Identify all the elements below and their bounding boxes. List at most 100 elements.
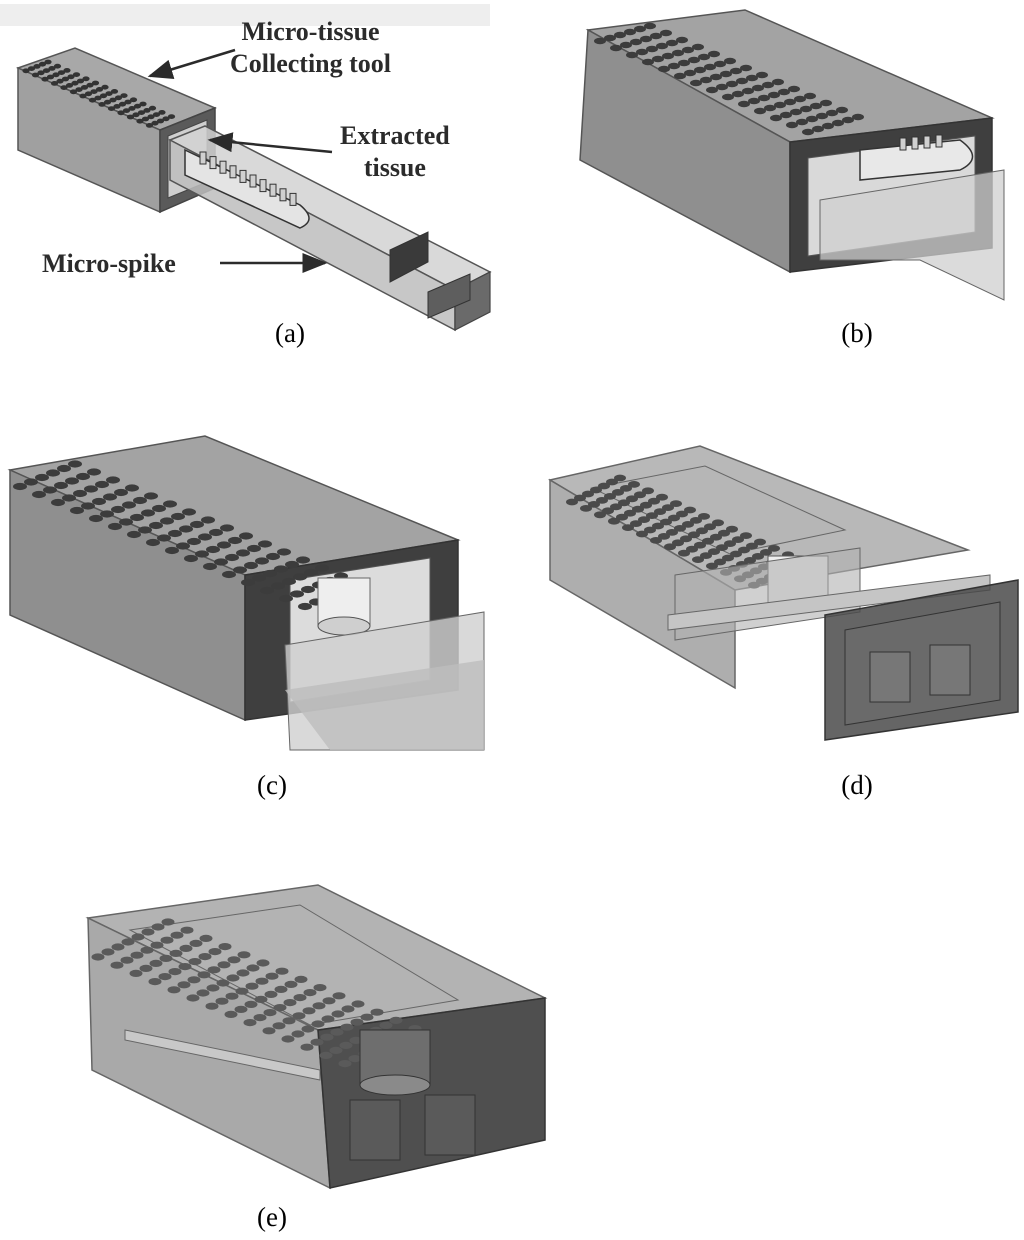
hole	[100, 510, 114, 518]
hole	[304, 568, 318, 577]
comb-tooth	[911, 136, 919, 150]
hole	[133, 103, 142, 109]
hole	[65, 477, 79, 485]
hole	[111, 943, 125, 951]
hole	[720, 70, 732, 78]
hole	[682, 521, 694, 528]
hole	[42, 68, 51, 73]
hole	[676, 36, 688, 44]
hole	[370, 1008, 384, 1016]
hole	[329, 1046, 343, 1054]
hole	[758, 94, 770, 102]
hole	[590, 486, 602, 494]
hole	[162, 116, 170, 122]
hole	[656, 42, 668, 50]
hole	[75, 87, 83, 92]
hole	[76, 472, 90, 481]
hole	[224, 1010, 238, 1019]
hole	[52, 72, 60, 78]
hole	[184, 554, 198, 563]
hole	[320, 1033, 334, 1041]
hole	[608, 517, 620, 525]
hole	[710, 73, 722, 81]
hole	[293, 994, 307, 1002]
hole	[340, 1023, 354, 1031]
hole	[312, 1002, 326, 1010]
hole	[350, 1018, 364, 1026]
hole	[120, 93, 128, 98]
hole	[159, 954, 173, 963]
hole	[754, 538, 766, 546]
comb-tooth	[269, 183, 277, 197]
hole	[79, 93, 87, 99]
hole	[73, 489, 87, 498]
hole	[160, 517, 174, 525]
hole	[794, 95, 806, 103]
hole	[740, 64, 752, 72]
hole	[122, 108, 131, 113]
hole	[744, 557, 756, 564]
hole	[706, 562, 718, 570]
hole	[254, 995, 268, 1004]
hole	[648, 497, 660, 505]
extracted-tissue-comb	[199, 151, 297, 206]
hole	[566, 498, 578, 506]
comb-tooth	[239, 169, 247, 183]
hole	[225, 992, 239, 1000]
hole	[804, 92, 816, 100]
hole	[271, 582, 285, 590]
panel-d-holes	[566, 474, 808, 589]
hole	[684, 506, 696, 514]
hole	[114, 488, 128, 497]
hole	[630, 38, 642, 46]
hole	[216, 979, 230, 987]
hole	[780, 111, 792, 119]
hole	[680, 535, 692, 543]
hole	[228, 536, 242, 545]
hole	[698, 513, 710, 520]
hole	[640, 501, 652, 509]
hole	[62, 494, 76, 502]
hole	[60, 85, 68, 90]
hole	[310, 1038, 324, 1046]
hole	[98, 102, 106, 107]
comb-tooth	[279, 188, 287, 202]
hole	[157, 534, 171, 542]
hole	[152, 112, 161, 117]
hole	[714, 558, 726, 566]
hole	[24, 478, 38, 486]
hole	[640, 35, 652, 43]
hole	[266, 552, 280, 561]
hole	[141, 116, 150, 122]
hole	[233, 566, 247, 574]
hole	[129, 969, 143, 978]
hole	[722, 93, 734, 101]
hole	[702, 537, 714, 545]
hole	[101, 84, 109, 90]
hole	[708, 548, 720, 555]
hole	[644, 22, 656, 30]
hole	[113, 104, 121, 109]
hole	[80, 85, 89, 90]
callout-extracted-tissue-line1: Extracted	[340, 121, 450, 150]
hole	[127, 530, 141, 539]
hole	[141, 928, 155, 936]
hole	[130, 513, 144, 522]
hole	[158, 973, 172, 981]
hole	[50, 81, 59, 86]
hole	[133, 496, 147, 505]
hole	[301, 585, 315, 594]
hole	[81, 502, 95, 510]
hole	[220, 524, 234, 532]
hole	[265, 972, 279, 980]
hole	[708, 50, 720, 58]
hole	[298, 602, 312, 611]
hole	[690, 517, 702, 524]
hole	[110, 961, 124, 969]
hole	[716, 83, 728, 91]
hole	[656, 493, 668, 501]
hole	[114, 95, 123, 101]
panel-b-comb	[899, 134, 943, 151]
hole	[253, 1014, 267, 1022]
